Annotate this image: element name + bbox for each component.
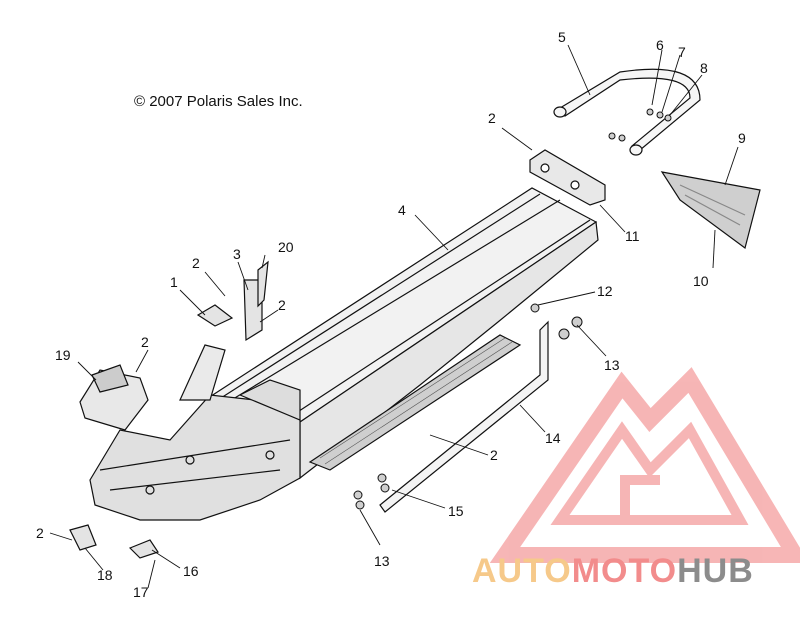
snow-flap xyxy=(660,171,761,250)
callout-8: 8 xyxy=(700,60,708,76)
watermark-part-moto: MOTO xyxy=(571,552,678,590)
callout-9: 9 xyxy=(738,130,746,146)
callout-2-a: 2 xyxy=(192,255,200,271)
callout-10: 10 xyxy=(693,273,709,289)
callout-13-b: 13 xyxy=(374,553,390,569)
callout-1: 1 xyxy=(170,274,178,290)
fasteners xyxy=(353,108,672,510)
leader-lines xyxy=(49,44,739,589)
callout-2-d: 2 xyxy=(488,110,496,126)
callout-2-b: 2 xyxy=(278,297,286,313)
rear-bracket xyxy=(529,149,606,206)
callout-16: 16 xyxy=(183,563,199,579)
callout-3: 3 xyxy=(233,246,241,262)
callout-14: 14 xyxy=(545,430,561,446)
callout-20: 20 xyxy=(278,239,294,255)
watermark-logo xyxy=(489,367,800,563)
rear-bumper xyxy=(553,68,701,156)
callout-13-a: 13 xyxy=(604,357,620,373)
callout-labels: 1 2 3 20 2 2 19 4 5 6 7 8 2 9 11 10 12 1… xyxy=(36,29,746,600)
watermark-text: AUTOMOTOHUB xyxy=(472,552,754,591)
callout-4: 4 xyxy=(398,202,406,218)
callout-19: 19 xyxy=(55,347,71,363)
front-bracket xyxy=(79,364,149,431)
watermark-part-hub: HUB xyxy=(677,552,754,590)
callout-6: 6 xyxy=(656,37,664,53)
callout-15: 15 xyxy=(448,503,464,519)
small-brackets xyxy=(69,260,269,559)
callout-7: 7 xyxy=(678,44,686,60)
callout-5: 5 xyxy=(558,29,566,45)
callout-11: 11 xyxy=(625,228,640,244)
callout-2-c: 2 xyxy=(141,334,149,350)
callout-2-f: 2 xyxy=(36,525,44,541)
copyright-text: © 2007 Polaris Sales Inc. xyxy=(134,93,303,110)
tunnel-assembly xyxy=(89,187,599,521)
callout-12: 12 xyxy=(597,283,613,299)
callout-18: 18 xyxy=(97,567,113,583)
callout-17: 17 xyxy=(133,584,149,600)
running-board-brace xyxy=(379,320,549,513)
callout-2-e: 2 xyxy=(490,447,498,463)
watermark-part-auto: AUTO xyxy=(472,552,572,590)
